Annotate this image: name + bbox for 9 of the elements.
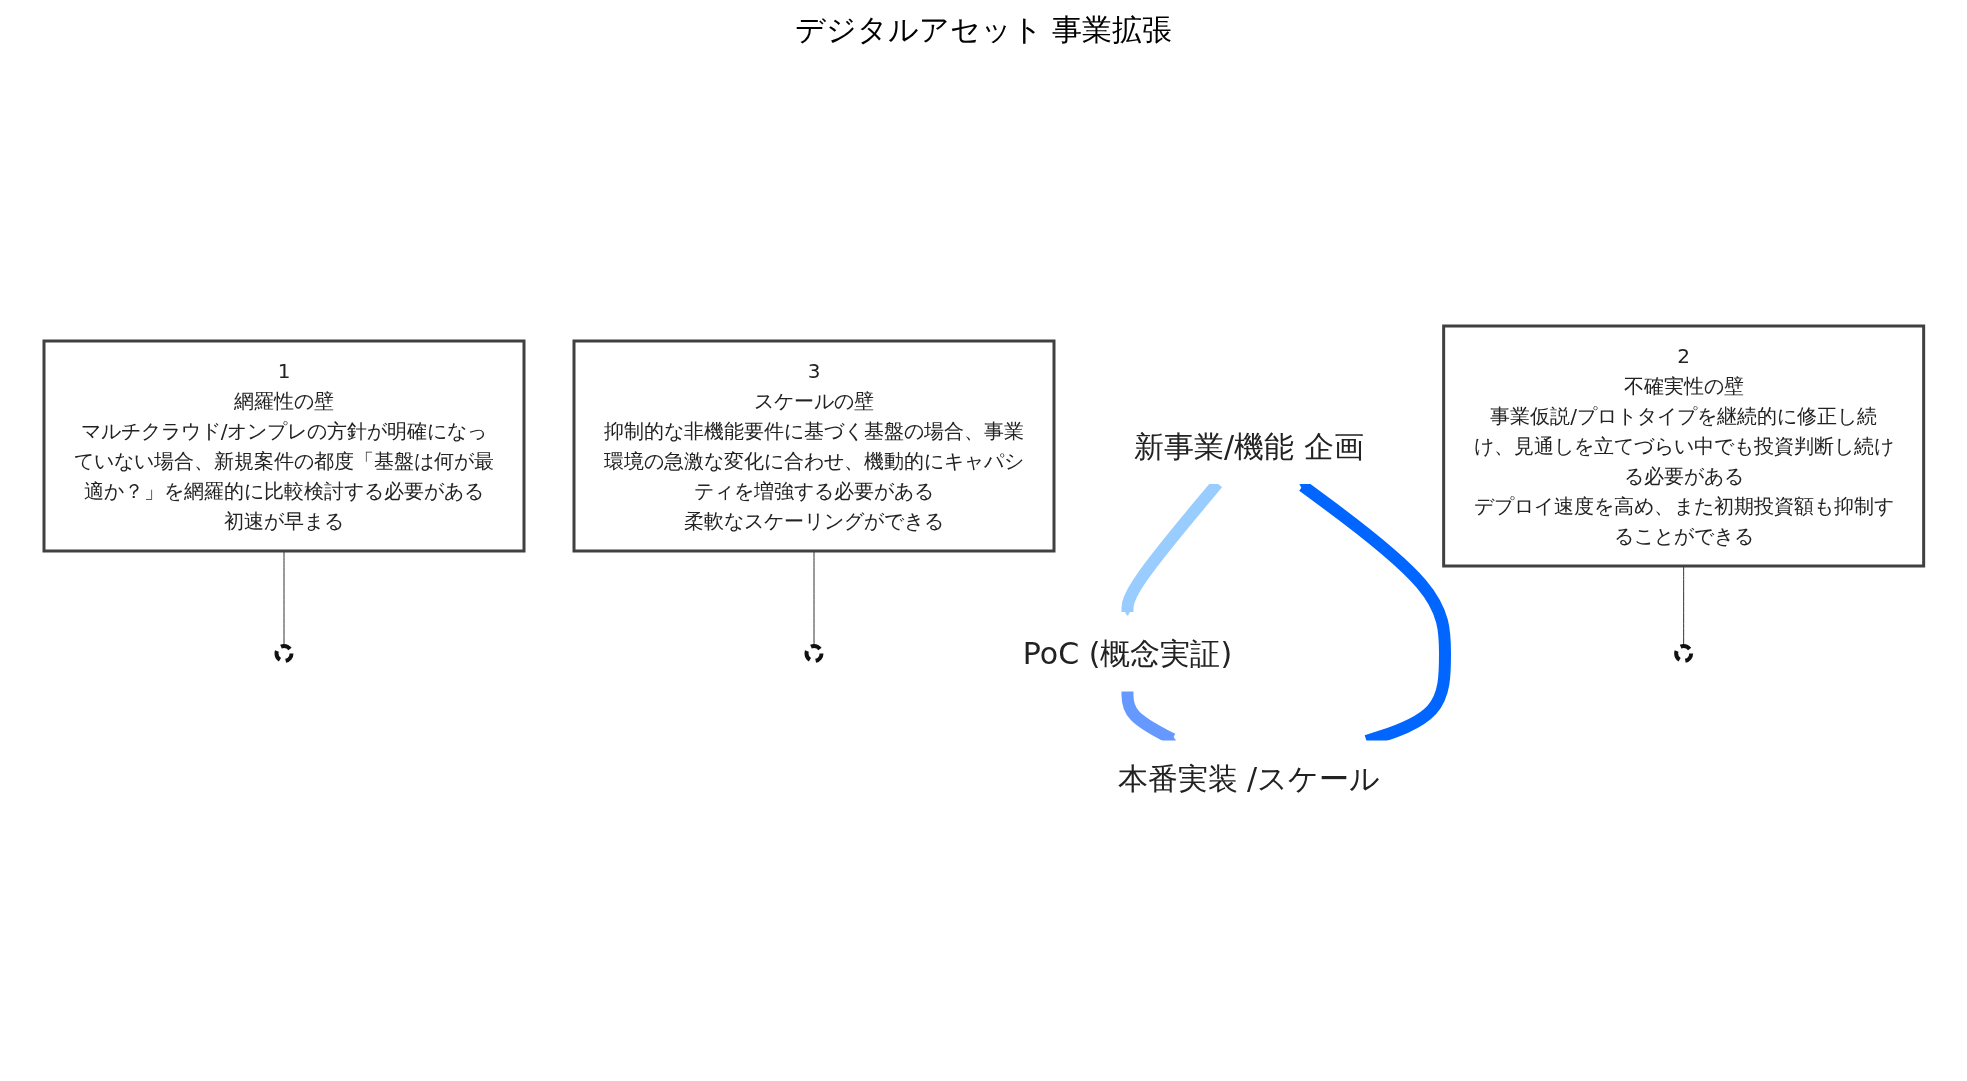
node-circle xyxy=(1673,644,1693,663)
node-circle xyxy=(274,644,294,663)
node-box: 3 スケールの壁 抑制的な非機能要件に基づく基盤の場合、事業環境の急激な変化に合わせ、機動的にキャパシティを増強する必要がある 柔軟なスケーリングができる xyxy=(572,339,1056,553)
node-text: 新事業/機能 企画 xyxy=(1133,428,1364,464)
node-box: 2 不確実性の壁 事業仮説/プロトタイプを継続的に修正し続け、見通しを立てづらい中でも投資判断し続ける必要がある デプロイ速度を高め、また初期投資額も抑制することができる xyxy=(1441,324,1925,568)
center-text: デジタルアセット 事業拡張 xyxy=(794,12,1173,47)
node-text: PoC (概念実証) xyxy=(1022,636,1232,671)
node-circle xyxy=(804,644,824,663)
node-box: 1 網羅性の壁 マルチクラウド/オンプレの方針が明確になっていない場合、新規案件の都度「基盤は何が最適か？」を網羅的に比較検討する必要がある 初速が早まる xyxy=(42,339,526,553)
